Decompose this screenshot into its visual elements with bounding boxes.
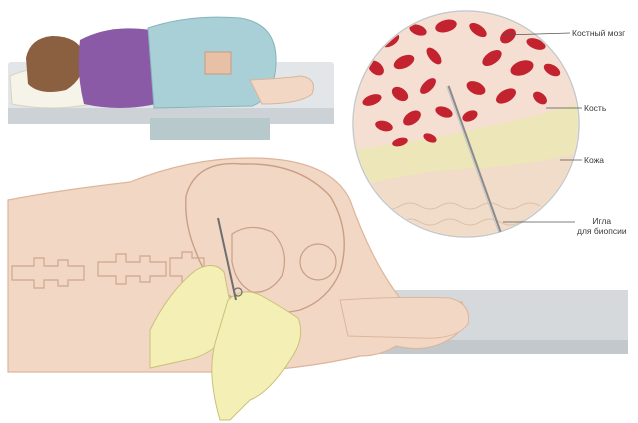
label-needle-line1: Игла xyxy=(577,216,627,226)
label-biopsy-needle: Игла для биопсии xyxy=(577,216,627,236)
glove-right-hand xyxy=(212,292,301,420)
label-skin: Кожа xyxy=(584,155,604,165)
label-bone: Кость xyxy=(584,103,606,113)
bed-stand xyxy=(150,118,270,140)
magnified-view xyxy=(350,10,590,250)
patient-shirt xyxy=(79,28,156,108)
label-bone-marrow: Костный мозг xyxy=(572,28,625,38)
patient-position-figure xyxy=(8,17,334,140)
label-needle-line2: для биопсии xyxy=(577,226,627,236)
sterile-drape xyxy=(205,52,231,74)
leg-upper xyxy=(340,297,469,338)
